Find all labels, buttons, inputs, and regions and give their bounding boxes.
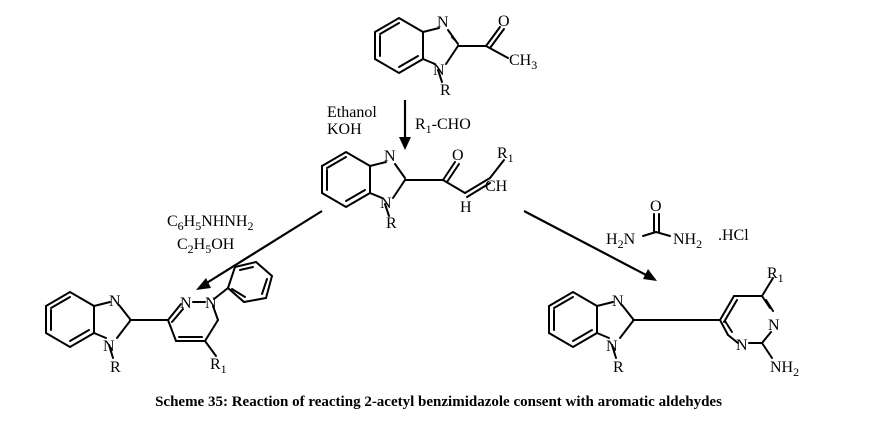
atom-n: N [606,338,618,355]
group-ch3: CH3 [509,52,537,72]
reagent-salt: .HCl [718,227,749,244]
atom-n: N [380,195,392,212]
structure-reagent-urea [642,213,671,237]
atom-n: N [437,14,449,31]
reagent-phenylhydrazine: C6H5NHNH2 [167,213,253,233]
atom-n: N [612,293,624,310]
atom-n: N [205,295,217,312]
atom-n: N [736,337,748,354]
arrow-step2-left [196,210,323,290]
atom-o: O [452,147,464,164]
structure-pyrimidine-product [548,277,774,359]
reagent-aldehyde: R1-CHO [415,116,471,136]
atom-o: O [650,198,662,215]
atom-n: N [768,317,780,334]
reagent-amine-right: NH2 [673,231,702,251]
scheme-caption: Scheme 35: Reaction of reacting 2-acetyl… [155,394,722,410]
reagent-amine-left: H2N [606,231,636,251]
atom-r: R [440,82,451,99]
reagent-ethanol-formula: C2H5OH [177,236,235,256]
atom-r: R [613,359,624,376]
atom-r1: R1 [497,145,514,165]
atom-r: R [386,215,397,232]
atom-h: H [460,199,472,216]
reagent-ethanol: Ethanol [327,104,377,121]
atom-n: N [180,295,192,312]
atom-n: N [433,62,445,79]
arrow-step1 [399,100,411,150]
group-nh2: NH2 [770,359,799,379]
atom-n: N [103,338,115,355]
atom-n: N [384,148,396,165]
structure-pyrazole-product [45,260,274,359]
arrow-step2-right [523,210,657,281]
group-ch: CH [485,178,508,195]
reagent-koh: KOH [327,121,362,138]
atom-r: R [110,359,121,376]
structure-start [374,16,509,83]
atom-n: N [109,293,121,310]
atom-r1: R1 [210,356,227,376]
atom-o: O [498,13,510,30]
structure-chalcone [321,150,505,217]
